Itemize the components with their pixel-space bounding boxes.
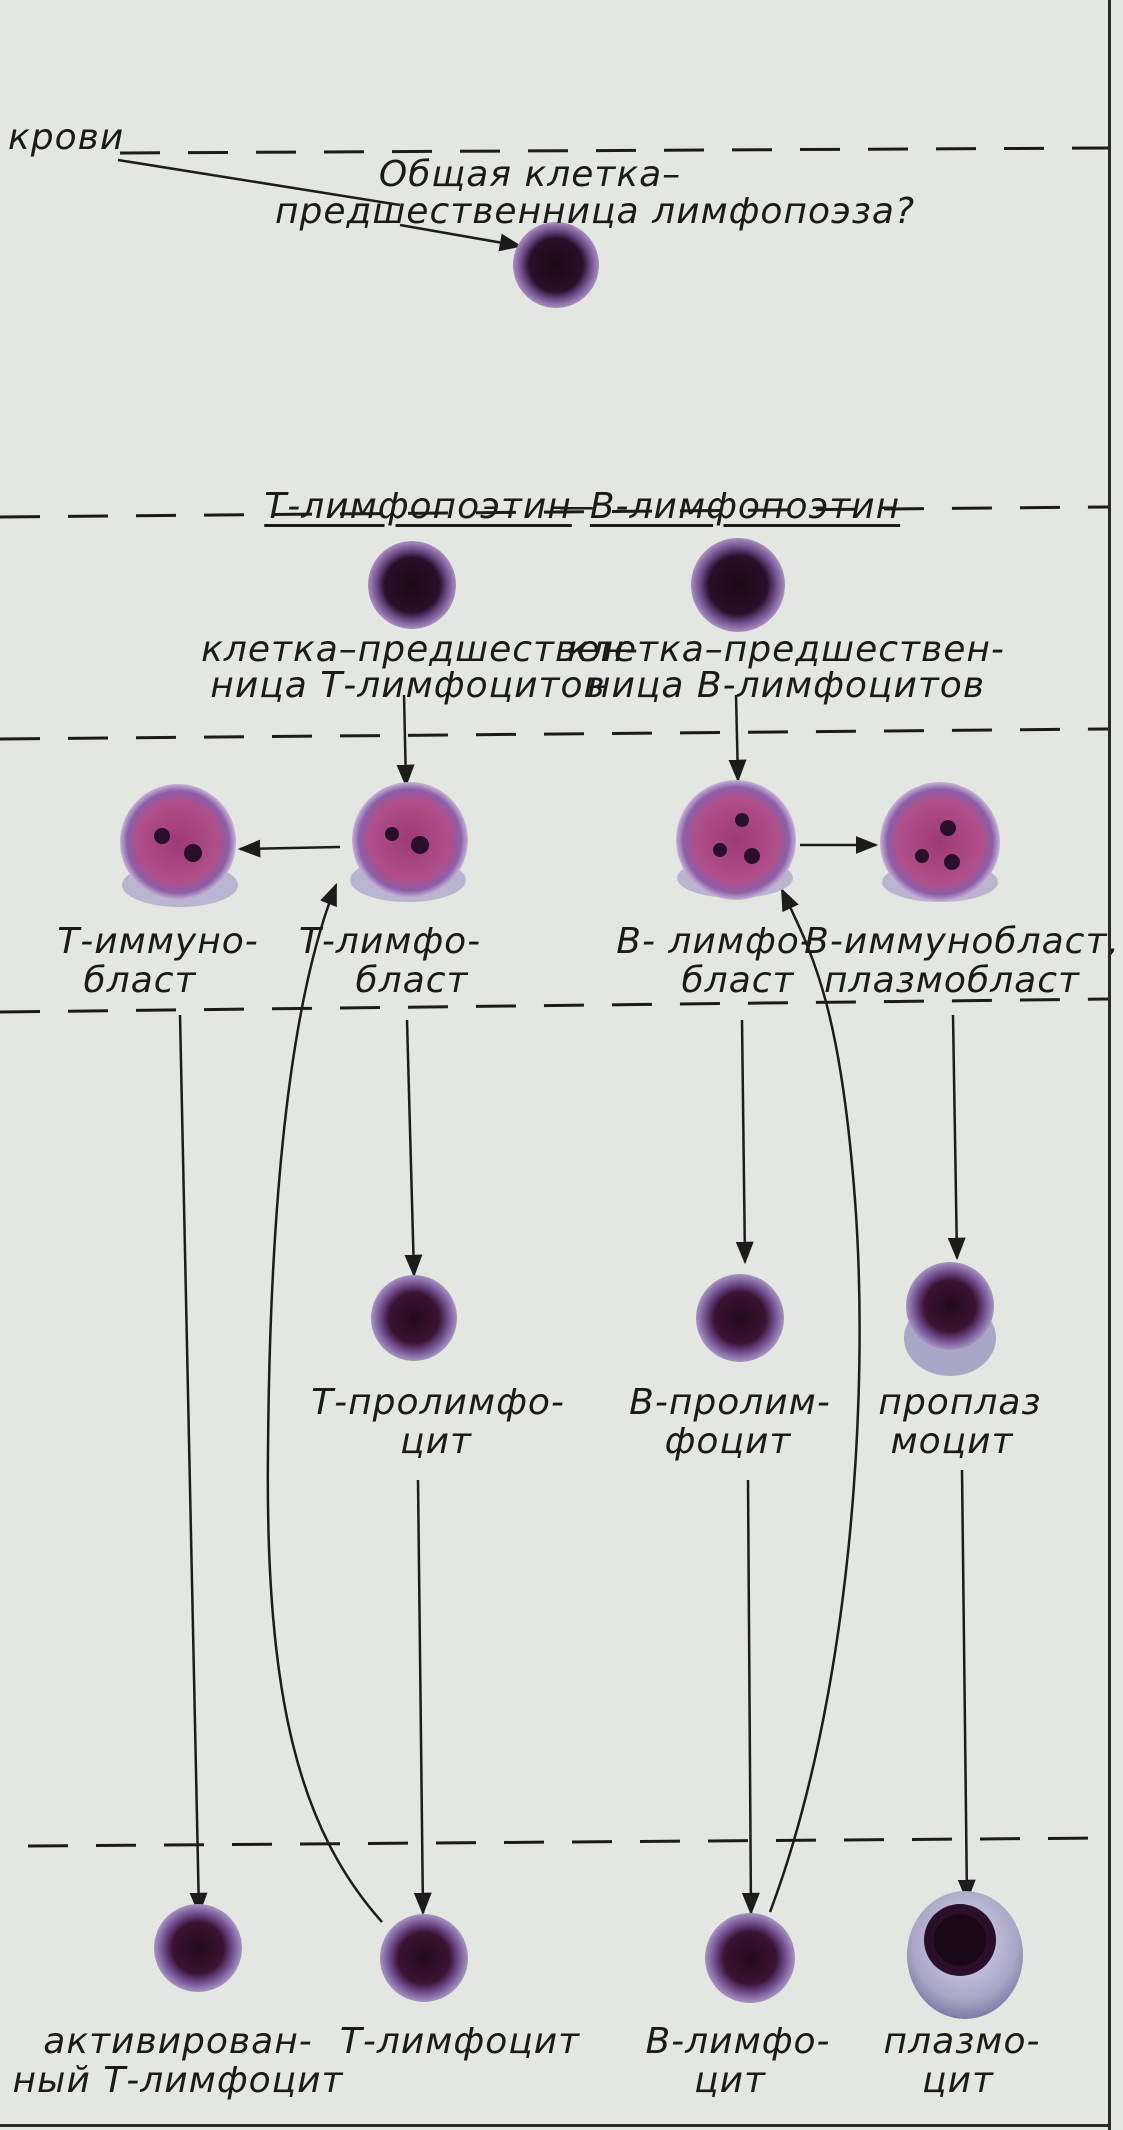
arrow-proplasmocyte-to-plasmocyte [957,1469,976,1903]
label-b-immunoblast-2: плазмобласт [824,960,1080,1001]
label-b-lymphopoetin: В-лимфопоэтин [589,486,901,527]
label-b-lymphoblast-1: В- лимфо- [616,921,814,962]
label-proplasmocyte-1: проплаз [878,1382,1042,1423]
label-t-precursor-2: ница Т-лимфоцитов [210,665,606,706]
frame-bottom-border [0,2124,1110,2127]
cell-t-lymphoblast [350,782,468,902]
label-t-prolymphocyte-2: цит [400,1421,472,1462]
level-line-5 [27,1836,1109,1848]
label-t-lymphoblast-1: Т-лимфо- [298,921,482,962]
arrow-krovi-pointer [117,158,401,207]
label-t-lymphopoetin: Т-лимфопоэтин [264,486,572,527]
arrow-blymphoblast-to-bprolymphocyte [735,1019,754,1265]
label-t-lymphocyte: Т-лимфоцит [339,2021,581,2062]
label-activated-t-lymphocyte-2: ный Т-лимфоцит [12,2060,344,2101]
cell-b-lymphoblast [676,780,796,900]
arrow-tlymphoblast-to-timmunoblast [237,839,341,858]
cell-b-prolymphocyte [696,1274,784,1362]
label-plasmocyte-1: плазмо- [883,2021,1041,2062]
label-b-lymphoblast-2: бласт [681,960,795,1001]
label-krovi: крови [8,117,125,158]
arrows [117,158,976,1923]
level-lines [0,146,1109,1848]
cell-t-precursor [368,541,456,629]
label-t-prolymphocyte-1: Т-пролимфо- [311,1382,565,1423]
frame-right-border [1108,0,1111,2130]
label-b-precursor-1: клетка–предшествен- [567,629,1005,670]
cell-b-immunoblast [880,782,1000,902]
label-t-lymphoblast-2: бласт [355,960,469,1001]
cell-plasmocyte [907,1891,1023,2019]
label-common-precursor-2: предшественница лимфопоэза? [274,191,916,232]
arrow-blymphocyte-back-to-blymphoblast [768,887,861,1913]
cell-proplasmocyte [904,1262,996,1376]
label-t-precursor-1: клетка–предшествен- [201,629,639,670]
label-b-lymphocyte-2: цит [694,2060,766,2101]
arrow-timmunoblast-to-activated [178,1014,208,1916]
cell-b-lymphocyte [705,1913,795,2003]
label-b-lymphocyte-1: В-лимфо- [645,2021,831,2062]
arrow-tlymphocyte-back-to-tlymphoblast [266,882,383,1923]
arrow-tprec-to-tlymphoblast [396,694,415,788]
cells [120,222,1023,2019]
label-common-precursor-1: Общая клетка– [378,154,682,195]
label-activated-t-lymphocyte-1: активирован- [43,2021,313,2062]
label-b-precursor-2: ница В-лимфоцитов [586,665,986,706]
cell-common-precursor [513,222,599,308]
cell-b-precursor [691,538,785,632]
cell-activated-t-lymphocyte [154,1904,242,1992]
label-t-immunoblast-2: бласт [83,960,197,1001]
label-b-prolymphocyte-1: В-пролим- [629,1382,831,1423]
label-b-prolymphocyte-2: фоцит [664,1421,792,1462]
arrow-bprolymphocyte-to-blymphocyte [741,1479,760,1916]
label-t-immunoblast-1: Т-иммуно- [57,921,259,962]
cell-t-immunoblast [120,784,238,907]
level-line-1 [119,146,1109,155]
level-line-2 [0,505,1109,519]
label-proplasmocyte-2: моцит [890,1421,1014,1462]
level-line-4 [0,997,1109,1014]
arrow-to-common-cell [399,223,523,252]
arrow-bimmunoblast-to-proplasmocyte [947,1014,966,1261]
arrow-bprec-to-blymphoblast [728,694,747,783]
label-dash-between: — [558,486,596,527]
arrow-tprolymphocyte-to-tlymphocyte [413,1479,432,1916]
arrow-tlymphoblast-to-tprolymphocyte [404,1019,423,1278]
cell-t-lymphocyte [380,1914,468,2002]
label-b-immunoblast-1: В-иммунобласт, [804,921,1120,962]
level-line-3 [0,727,1109,741]
cell-t-prolymphocyte [371,1275,457,1361]
label-plasmocyte-2: цит [922,2060,994,2101]
